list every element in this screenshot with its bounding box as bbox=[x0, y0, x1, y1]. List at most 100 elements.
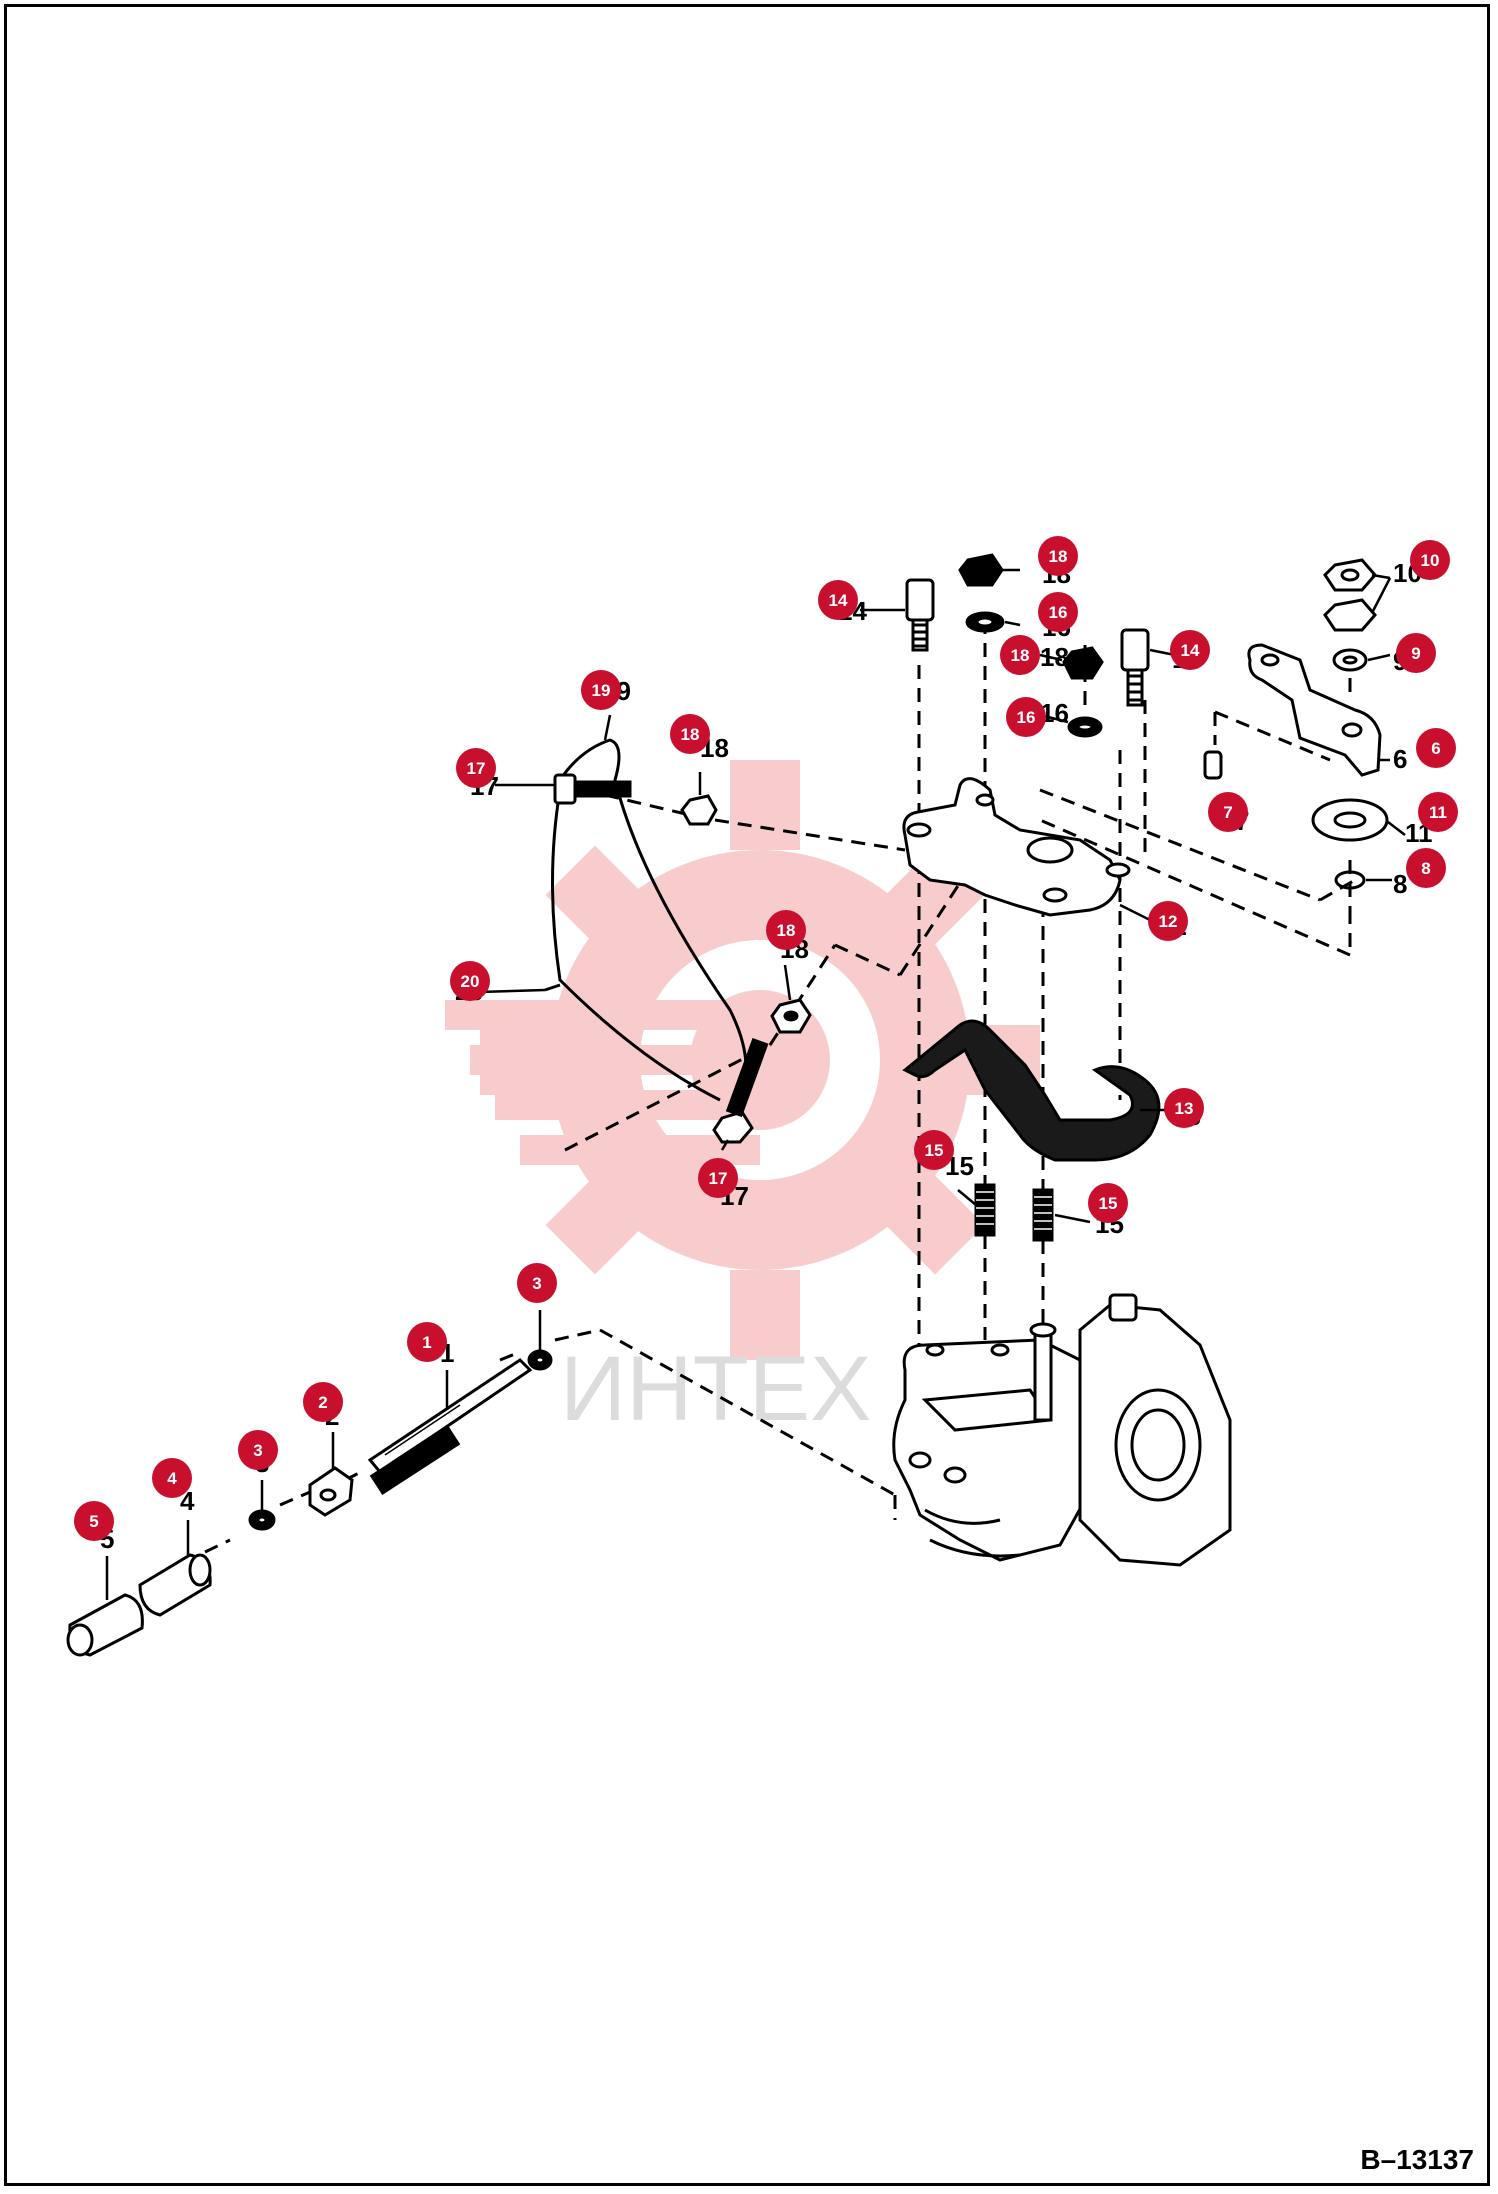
callout-13: 13 bbox=[1164, 1088, 1204, 1128]
washer-3-upper bbox=[527, 1349, 553, 1371]
callout-2: 2 bbox=[303, 1382, 343, 1422]
washer-9 bbox=[1332, 648, 1368, 672]
callout-18a-label: 18 bbox=[1049, 547, 1068, 566]
callout-10-label: 10 bbox=[1421, 551, 1440, 570]
callout-4: 4 bbox=[152, 1458, 192, 1498]
callout-9: 9 bbox=[1396, 633, 1436, 673]
svg-text:6: 6 bbox=[1393, 744, 1407, 774]
nut-10-lower bbox=[1323, 598, 1377, 632]
callout-19-marker bbox=[581, 670, 621, 710]
bolt-14-right bbox=[1120, 628, 1150, 707]
callout-11: 11 bbox=[1418, 792, 1458, 832]
link-arm-19 bbox=[544, 738, 748, 1102]
callout-8-label: 8 bbox=[1421, 859, 1430, 878]
callout-12-marker bbox=[1148, 901, 1188, 941]
callouts-layer: 1233456789101112131414151516161717181818… bbox=[74, 536, 1458, 1541]
callout-18b: 18 bbox=[1000, 635, 1040, 675]
stud-15-left bbox=[974, 1183, 996, 1237]
callout-12: 12 bbox=[1148, 901, 1188, 941]
bolt-17-upper bbox=[553, 773, 632, 805]
callout-18b-marker bbox=[1000, 635, 1040, 675]
callout-9-marker bbox=[1396, 633, 1436, 673]
callout-7: 7 bbox=[1208, 792, 1248, 832]
callout-16b-label: 16 bbox=[1017, 708, 1036, 727]
callout-17b-label: 17 bbox=[709, 1169, 728, 1188]
leader-lines bbox=[105, 568, 1406, 1600]
stud-15-right bbox=[1032, 1188, 1054, 1242]
nut-18-top bbox=[958, 553, 1004, 587]
gasket-13 bbox=[902, 1019, 1161, 1162]
callout-3b-marker bbox=[238, 1430, 278, 1470]
callout-14a-marker bbox=[818, 580, 858, 620]
nut-18-lower bbox=[770, 998, 812, 1034]
callout-3a-marker bbox=[517, 1263, 557, 1303]
callout-16b-marker bbox=[1006, 697, 1046, 737]
callout-17a: 17 bbox=[456, 748, 496, 788]
callout-20-label: 20 bbox=[461, 972, 480, 991]
callout-17b-marker bbox=[698, 1158, 738, 1198]
callout-19: 19 bbox=[581, 670, 621, 710]
callout-16a: 16 bbox=[1038, 592, 1078, 632]
callout-12-label: 12 bbox=[1159, 912, 1178, 931]
callout-7-label: 7 bbox=[1223, 803, 1232, 822]
callout-1-label: 1 bbox=[422, 1333, 431, 1352]
sleeve-4 bbox=[138, 1553, 212, 1617]
callout-14b-label: 14 bbox=[1181, 641, 1200, 660]
parts-drawings bbox=[66, 553, 1389, 1657]
nut-18-arm bbox=[680, 794, 718, 826]
callout-14a: 14 bbox=[818, 580, 858, 620]
callout-15a-marker bbox=[914, 1130, 954, 1170]
watermark-text: ИНТЕХ bbox=[560, 1338, 872, 1440]
callout-6-label: 6 bbox=[1431, 739, 1440, 758]
callout-9-label: 9 bbox=[1411, 644, 1420, 663]
callout-16a-label: 16 bbox=[1049, 603, 1068, 622]
callout-15a: 15 bbox=[914, 1130, 954, 1170]
callout-5: 5 bbox=[74, 1501, 114, 1541]
lever-6 bbox=[1247, 643, 1382, 777]
callout-15a-label: 15 bbox=[925, 1141, 944, 1160]
callout-1-marker bbox=[407, 1322, 447, 1362]
nut-2 bbox=[308, 1466, 354, 1517]
callout-3b-label: 3 bbox=[253, 1441, 262, 1460]
callout-6-marker bbox=[1416, 728, 1456, 768]
callout-18d: 18 bbox=[766, 910, 806, 950]
callout-2-label: 2 bbox=[318, 1393, 327, 1412]
callout-18a: 18 bbox=[1038, 536, 1078, 576]
callout-11-marker bbox=[1418, 792, 1458, 832]
callout-6: 6 bbox=[1416, 728, 1456, 768]
callout-14a-label: 14 bbox=[829, 591, 848, 610]
washer-3-lower bbox=[248, 1509, 276, 1531]
callout-20-marker bbox=[450, 961, 490, 1001]
callout-17a-marker bbox=[456, 748, 496, 788]
callout-10: 10 bbox=[1410, 540, 1450, 580]
callout-20: 20 bbox=[450, 961, 490, 1001]
bracket-12 bbox=[902, 777, 1131, 917]
washer-16-center bbox=[1067, 716, 1103, 738]
callout-18c-label: 18 bbox=[681, 725, 700, 744]
callout-3a-label: 3 bbox=[532, 1274, 541, 1293]
rod-1 bbox=[367, 1358, 533, 1495]
callout-3b: 3 bbox=[238, 1430, 278, 1470]
callout-16b: 16 bbox=[1006, 697, 1046, 737]
bolt-17-lower bbox=[712, 1037, 769, 1144]
callout-8-marker bbox=[1406, 848, 1446, 888]
callout-5-label: 5 bbox=[89, 1512, 98, 1531]
nut-18-center bbox=[1062, 646, 1104, 680]
callout-15b-label: 15 bbox=[1099, 1194, 1118, 1213]
callout-18c-marker bbox=[670, 714, 710, 754]
figure-id: B–13137 bbox=[1360, 2144, 1474, 2175]
callout-7-marker bbox=[1208, 792, 1248, 832]
bolt-14-left bbox=[905, 578, 935, 652]
callout-14b-marker bbox=[1170, 630, 1210, 670]
callout-17a-label: 17 bbox=[467, 759, 486, 778]
washer-11 bbox=[1311, 798, 1389, 842]
callout-15b-marker bbox=[1088, 1183, 1128, 1223]
diagram-frame bbox=[4, 4, 1490, 2186]
o-ring-8 bbox=[1334, 870, 1366, 890]
callout-18c: 18 bbox=[670, 714, 710, 754]
callout-18a-marker bbox=[1038, 536, 1078, 576]
callout-14b: 14 bbox=[1170, 630, 1210, 670]
housing-base bbox=[892, 1293, 1232, 1567]
nut-10-upper bbox=[1323, 558, 1377, 592]
